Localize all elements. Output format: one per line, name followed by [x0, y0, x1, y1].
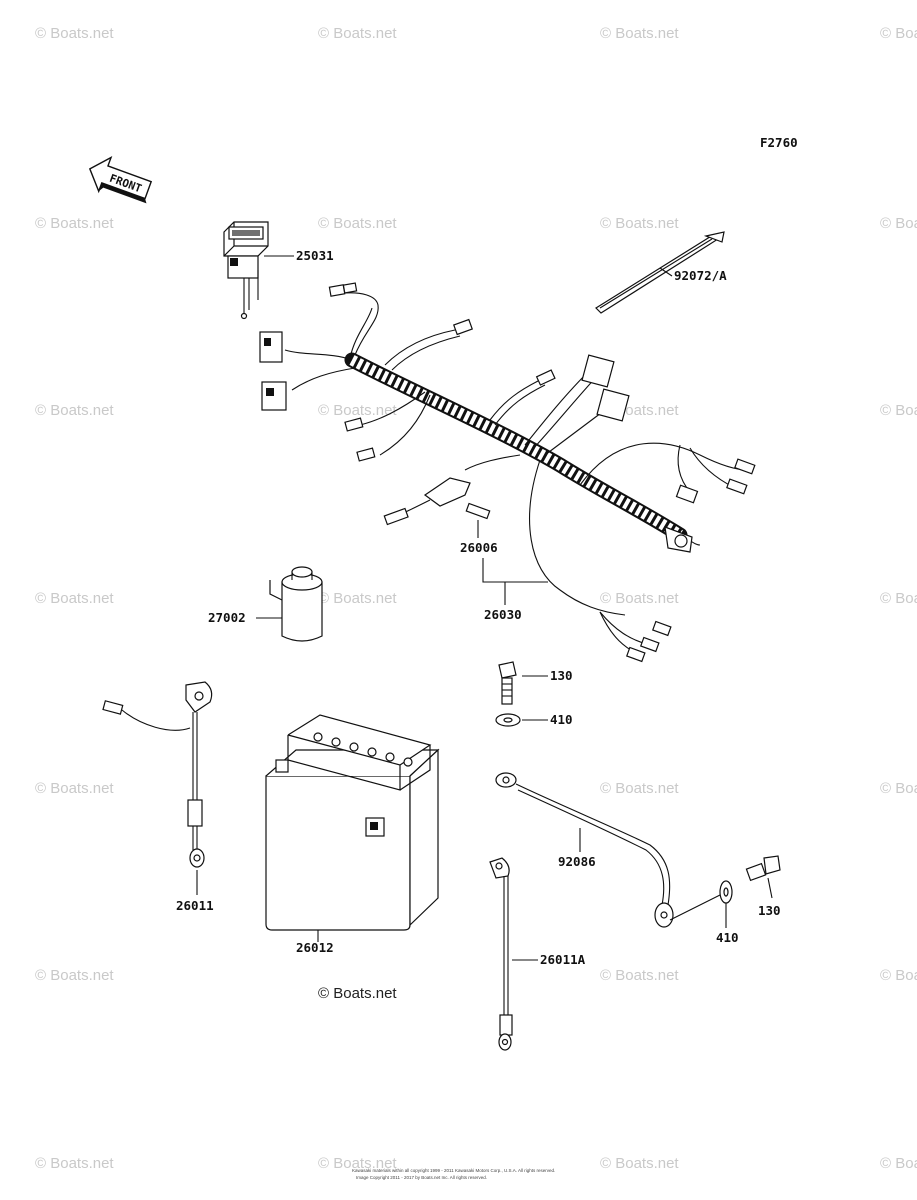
watermark: © Boats.net	[600, 967, 679, 984]
watermark: © Boats.net	[35, 967, 114, 984]
bolt-upper	[498, 661, 517, 705]
part-number-26006: 26006	[460, 540, 498, 555]
relay	[269, 566, 323, 642]
washer-upper	[495, 713, 521, 727]
watermark: © Boats.net	[600, 590, 679, 607]
copyright-line-1: Kawasaki materials within all copyright …	[352, 1168, 555, 1173]
watermark-grid: © Boats.net © Boats.net © Boats.net © Bo…	[35, 25, 917, 1172]
part-number-130-upper: 130	[550, 668, 573, 683]
watermark: © Boats.net	[318, 590, 397, 607]
watermark: © Boats.net	[600, 1155, 679, 1172]
part-number-130-lower: 130	[758, 903, 781, 918]
watermark: © Boats.net	[880, 590, 917, 607]
bolt-lower	[745, 855, 781, 882]
fuse	[465, 502, 491, 538]
watermark: © Boats.net	[35, 402, 114, 419]
watermark: © Boats.net	[600, 215, 679, 232]
part-number-92086: 92086	[558, 854, 596, 869]
part-number-410-upper: 410	[550, 712, 573, 727]
part-number-26012: 26012	[296, 940, 334, 955]
copyright-line-2: Image Copyright 2011 - 2017 by Boats.net…	[356, 1175, 487, 1180]
front-arrow-icon: FRONT	[88, 155, 153, 204]
wiring-harness	[259, 282, 756, 663]
part-number-27002: 27002	[208, 610, 246, 625]
battery-lead	[102, 681, 213, 868]
part-number-25031: 25031	[296, 248, 334, 263]
watermark: © Boats.net	[880, 780, 917, 797]
watermark: © Boats.net	[318, 402, 397, 419]
battery-lead-a	[489, 857, 513, 1051]
battery	[265, 714, 440, 931]
watermark: © Boats.net	[880, 215, 917, 232]
watermark: © Boats.net	[35, 215, 114, 232]
part-number-26030: 26030	[484, 607, 522, 622]
ground-cable	[495, 772, 674, 928]
washer-lower	[719, 880, 733, 904]
part-number-92072a: 92072/A	[674, 268, 727, 283]
watermark: © Boats.net	[318, 215, 397, 232]
cable-band	[595, 231, 725, 314]
watermark: © Boats.net	[35, 1155, 114, 1172]
watermark: © Boats.net	[880, 1155, 917, 1172]
watermark: © Boats.net	[318, 1155, 397, 1172]
hour-meter	[223, 221, 294, 320]
part-number-26011a: 26011A	[540, 952, 586, 967]
part-number-410-lower: 410	[716, 930, 739, 945]
watermark: © Boats.net	[35, 590, 114, 607]
watermark: © Boats.net	[880, 25, 917, 42]
figure-code: F2760	[760, 135, 798, 150]
watermark: © Boats.net	[318, 25, 397, 42]
boats-watermark-center: © Boats.net	[318, 985, 397, 1002]
watermark: © Boats.net	[880, 402, 917, 419]
part-number-26011: 26011	[176, 898, 214, 913]
watermark: © Boats.net	[35, 25, 114, 42]
watermark: © Boats.net	[600, 25, 679, 42]
watermark: © Boats.net	[600, 780, 679, 797]
watermark: © Boats.net	[35, 780, 114, 797]
watermark: © Boats.net	[880, 967, 917, 984]
